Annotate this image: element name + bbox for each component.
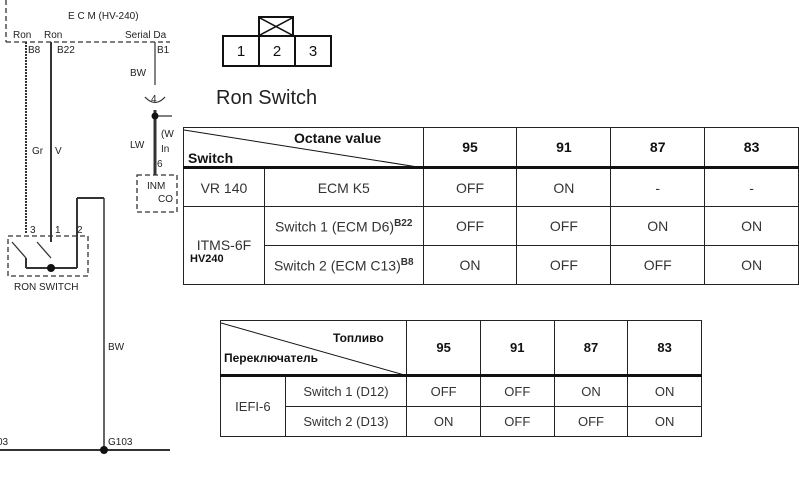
value-cell: ON [553,375,629,407]
switch-name-cell: Switch 1 (ECM D6)B22 [263,206,424,246]
column-header: 83 [704,127,799,168]
terminal-superscript: B8 [400,256,414,268]
terminal-label: B1 [157,45,170,56]
column-header: 95 [422,127,518,168]
value-cell: OFF [610,245,706,285]
column-header: 91 [479,320,555,376]
switch-name: Switch 2 (ECM C13) [273,257,401,274]
pin-label: Ron [44,30,62,41]
value-cell: - [610,167,706,207]
switch-name-cell: Switch 1 (D12) [284,375,408,407]
connector-pin-2: 2 [258,35,296,67]
junction-dot [151,112,159,120]
column-header: 91 [516,127,612,168]
pin-label: Ron [13,30,31,41]
junction-dot [47,264,55,272]
connector-title: Ron Switch [216,87,318,109]
terminal-label: B8 [28,45,41,56]
value-cell: OFF [516,245,612,285]
wire-label: Gr [32,146,44,157]
fuel-table: Топливо Переключатель 95 91 87 83 IEFI-6… [219,320,702,437]
ground-label: G103 [108,437,133,448]
value-cell: ON [610,206,706,246]
connector-latch [258,16,294,37]
wiring-diagram: E C M (HV-240) Ron Ron Serial Da B8 B22 … [0,0,178,454]
column-header: 87 [553,320,629,376]
column-header: 95 [406,320,481,376]
value-cell: - [704,167,799,207]
table-row: Switch 2 (ECM C13)B8 ON OFF OFF ON [184,245,799,285]
column-header: 83 [627,320,702,376]
cross-icon [259,17,293,36]
connector-pin-1: 1 [222,35,260,67]
terminal-superscript: B22 [394,217,413,229]
value-cell: ON [704,206,799,246]
connector-pin: 6 [157,159,163,170]
partial-label: CO [158,194,173,205]
table-row: VR 140 ECM K5 OFF ON - - [183,167,799,207]
wire-label: BW [130,68,147,79]
group-cell: IEFI-6 [220,375,286,437]
wire-label: LW [130,140,145,151]
value-cell: OFF [479,406,555,437]
switch-name: Switch 1 (ECM D6) [275,218,395,235]
column-header: 87 [610,127,706,168]
value-cell: ON [627,406,702,437]
group-label: ITMS-6F [196,236,252,253]
group-cell: VR 140 [183,167,265,207]
group-cell: ITMS-6F HV240 [183,206,265,285]
switch-pin: 2 [77,225,83,236]
diagonal-line [221,322,408,376]
row-axis-label: Переключатель [224,351,319,365]
connector-pin-3: 3 [294,35,332,67]
wire-label: BW [108,342,125,353]
wire-label: V [55,146,62,157]
value-cell: OFF [516,206,612,246]
group-sublabel: HV240 [190,252,224,265]
table-row: Switch 2 (D13) ON OFF OFF ON [221,406,702,437]
ground-label: 03 [0,437,9,448]
diagonal-line [184,129,424,168]
partial-label: INM [147,181,165,192]
value-cell: ON [406,406,481,437]
value-cell: ON [422,245,518,285]
ron-switch-label: RON SWITCH [14,282,78,293]
table-row: IEFI-6 Switch 1 (D12) OFF OFF ON ON [220,375,702,437]
pin-label: Serial Da [125,30,167,41]
value-cell: ON [627,375,702,407]
value-cell: OFF [422,167,518,207]
switch-name-cell: Switch 2 (D13) [284,406,408,437]
table-row: ITMS-6F HV240 Switch 1 (ECM D6)B22 OFF O… [183,206,799,285]
value-cell: ON [704,245,799,285]
column-axis-label: Octane value [294,130,382,146]
ground-dot [100,446,108,454]
column-axis-label: Топливо [333,331,384,345]
corner-header: Octane value Switch [183,127,424,168]
partial-label: (W [161,129,174,140]
switch-name-cell: ECM K5 [263,167,424,207]
row-axis-label: Switch [188,150,234,166]
terminal-label: B22 [57,45,75,56]
partial-label: In [161,144,169,155]
switch-name-cell: Switch 2 (ECM C13)B8 [263,245,424,285]
corner-header: Топливо Переключатель [219,320,408,376]
value-cell: OFF [406,375,481,407]
value-cell: OFF [422,206,518,246]
connector-pin: 4 [151,94,157,105]
switch-pin: 1 [55,225,61,236]
value-cell: OFF [553,406,629,437]
switch-pin: 3 [30,225,36,236]
ecm-label: E C M (HV-240) [68,11,139,22]
value-cell: ON [516,167,612,207]
value-cell: OFF [479,375,555,407]
octane-table: Octane value Switch 95 91 87 83 VR 140 E… [183,127,799,285]
